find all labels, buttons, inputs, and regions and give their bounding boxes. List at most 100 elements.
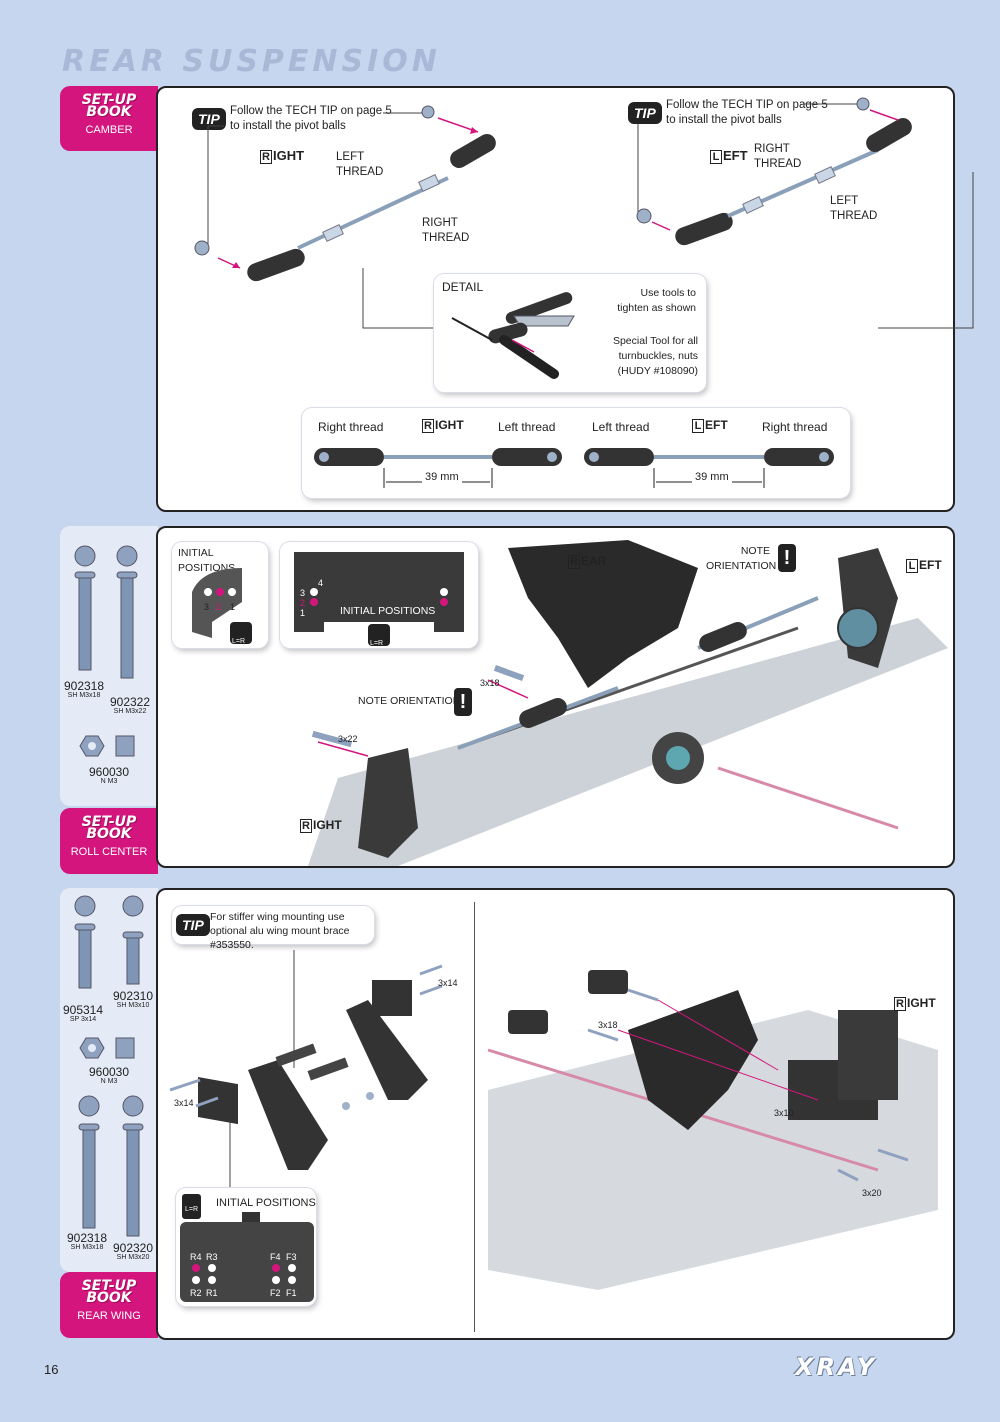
- roll-center-panel: INITIAL POSITIONS 3 2 1 L=R INITIAL POSI…: [156, 526, 955, 868]
- screw-icon: [74, 895, 96, 989]
- initial-positions-box: INITIAL POSITIONS 4 3 2 1 L=R: [280, 542, 478, 648]
- mount-position-label: F2: [270, 1288, 281, 1298]
- tip-line: to install the pivot balls: [230, 120, 346, 132]
- screw-size-label: 3x10: [774, 1108, 794, 1118]
- part-spec: SH M3x10: [116, 1002, 150, 1009]
- turnbuckle-pair-illustration: [314, 448, 834, 488]
- tip-text: Follow the TECH TIP on page 5 to install…: [666, 98, 828, 128]
- screw-size-label: 3x14: [438, 978, 458, 988]
- part-id: 902320: [112, 1241, 154, 1255]
- mount-position-label: R1: [206, 1288, 218, 1298]
- setup-book-logo: SET-UP BOOK: [81, 814, 137, 842]
- part-id: 960030: [88, 1065, 130, 1079]
- position-number: 2: [300, 598, 306, 608]
- part-id: 902318: [63, 679, 105, 693]
- lr-tag: L=R: [182, 1194, 202, 1219]
- thread-label: Left thread: [498, 420, 556, 434]
- side-letter: R: [422, 419, 434, 433]
- lr-tag: L=R: [232, 638, 246, 645]
- tip-badge: TIP: [628, 102, 662, 124]
- side-letter: R: [300, 819, 312, 833]
- setup-book-logo: SET-UP BOOK: [81, 1278, 137, 1306]
- wing-mount-illustration: [169, 950, 443, 1194]
- detail-special-tool-text: Special Tool for all turnbuckles, nuts (…: [612, 335, 698, 377]
- screw-size-label: 3x14: [174, 1098, 194, 1108]
- setup-topic: ROLL CENTER: [70, 846, 148, 858]
- setup-book-roll-center: SET-UP BOOK ROLL CENTER: [60, 808, 158, 874]
- setup-book-camber: SET-UP BOOK CAMBER: [60, 86, 158, 151]
- mount-position-label: R4: [190, 1252, 202, 1262]
- position-number: 1: [300, 608, 306, 618]
- part-spec: SP 3x14: [69, 1016, 97, 1023]
- note-orientation-label: NOTE ORIENTATION: [706, 545, 777, 572]
- position-number: 4: [318, 578, 324, 588]
- setup-topic: REAR WING: [77, 1310, 141, 1322]
- part-spec: N M3: [100, 1078, 118, 1085]
- tip-badge: TIP: [176, 914, 210, 936]
- detail-tools-text: Use tools to tighten as shown: [617, 287, 696, 314]
- screw-size-label: 3x18: [598, 1020, 618, 1030]
- nut-icon: [79, 735, 135, 757]
- right-thread-label: RIGHT THREAD: [422, 217, 470, 244]
- side-letter: R: [894, 997, 906, 1011]
- wing-initial-positions-box: L=R INITIAL POSITIONS R4 R3 F4 F3 R2 R1 …: [176, 1188, 316, 1306]
- side-word: IGHT: [273, 148, 305, 163]
- side-letter: L: [906, 559, 918, 573]
- side-word: EFT: [723, 148, 748, 163]
- detail-box: DETAIL Use tools to tighten as shown Spe…: [434, 274, 706, 392]
- side-word: EAR: [581, 554, 607, 568]
- side-letter: L: [692, 419, 704, 433]
- position-number: 1: [230, 602, 236, 612]
- position-number: 2: [216, 602, 222, 612]
- detail-connector: [362, 268, 435, 329]
- tip-box: TIP For stiffer wing mounting use option…: [172, 906, 374, 951]
- setup-topic: CAMBER: [85, 124, 133, 136]
- turnbuckle-illustration-left: [636, 97, 974, 329]
- tip-text: For stiffer wing mounting use optional a…: [210, 911, 350, 951]
- initial-positions-label: INITIAL POSITIONS: [216, 1197, 316, 1209]
- side-word: IGHT: [435, 418, 464, 432]
- warning-icon: !: [454, 688, 472, 716]
- tip-badge: TIP: [192, 108, 226, 130]
- screw-icon: [116, 545, 138, 679]
- part-spec: SH M3x18: [70, 1244, 104, 1251]
- wing-mount-block-illustration: [180, 1212, 314, 1302]
- mount-position-label: R2: [190, 1288, 202, 1298]
- screw-icon: [74, 545, 96, 671]
- right-thread-label: RIGHT THREAD: [754, 143, 802, 170]
- part-id: 960030: [88, 765, 130, 779]
- thread-label: Right thread: [762, 420, 828, 434]
- side-letter: L: [710, 150, 722, 164]
- rear-wing-panel: TIP For stiffer wing mounting use option…: [156, 888, 955, 1340]
- screw-icon: [122, 895, 144, 985]
- mount-position-label: F3: [286, 1252, 297, 1262]
- screw-size-label: 3x20: [862, 1188, 882, 1198]
- rear-suspension-illustration: [308, 540, 948, 866]
- mount-position-label: F1: [286, 1288, 297, 1298]
- detail-title: DETAIL: [442, 280, 484, 294]
- side-letter: R: [260, 150, 272, 164]
- side-letter: R: [568, 555, 580, 569]
- camber-panel: TIP Follow the TECH TIP on page 5 to ins…: [156, 86, 974, 512]
- page-number: 16: [44, 1362, 59, 1377]
- length-label: 39 mm: [422, 470, 462, 485]
- thread-label: Left thread: [592, 420, 650, 434]
- setup-book-logo: SET-UP BOOK: [81, 92, 137, 120]
- screw-size-label: 3x18: [480, 678, 500, 688]
- part-spec: SH M3x22: [113, 708, 147, 715]
